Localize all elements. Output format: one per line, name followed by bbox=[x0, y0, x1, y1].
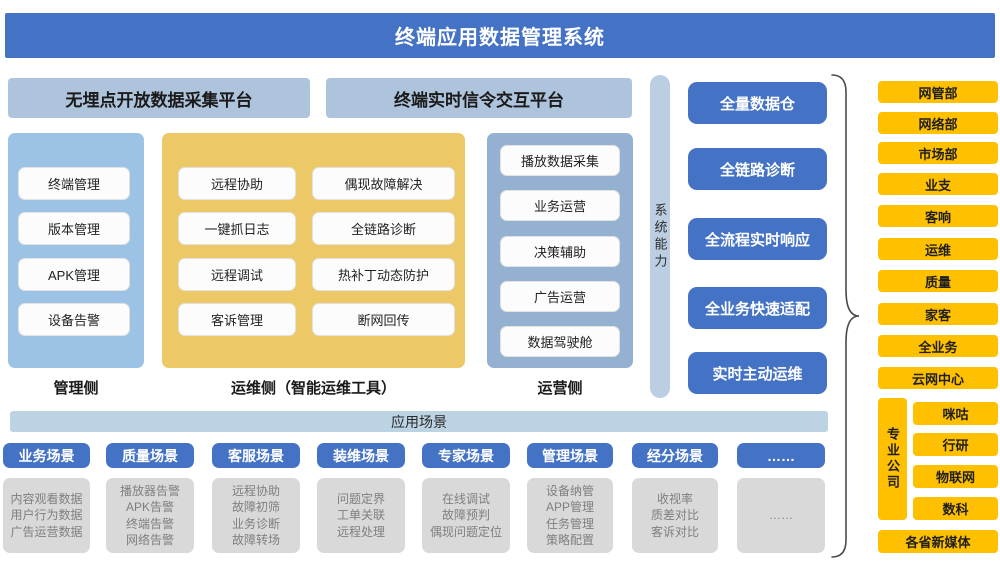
capability-button: 全量数据仓 bbox=[688, 82, 827, 124]
module-box: 业务运营 bbox=[500, 190, 620, 221]
module-box: 客诉管理 bbox=[178, 303, 296, 336]
brace-connector bbox=[831, 74, 860, 558]
scene-header-business: 业务场景 bbox=[3, 443, 90, 468]
scene-line: 故障转场 bbox=[231, 532, 280, 547]
scene-line: 质差对比 bbox=[650, 508, 699, 523]
module-box: APK管理 bbox=[18, 258, 130, 291]
scene-line: 业务诊断 bbox=[231, 516, 280, 531]
module-box: 决策辅助 bbox=[500, 236, 620, 267]
scene-line: 故障预判 bbox=[441, 508, 490, 523]
module-box: 全链路诊断 bbox=[312, 212, 455, 245]
department-box: 网管部 bbox=[878, 81, 998, 103]
scene-line: 用户行为数据 bbox=[10, 508, 83, 523]
scene-line: APP管理 bbox=[545, 500, 594, 515]
module-box: 版本管理 bbox=[18, 212, 130, 245]
scene-header-install: 装维场景 bbox=[317, 443, 405, 468]
management-panel-label: 管理侧 bbox=[53, 379, 99, 397]
scene-line: 在线调试 bbox=[441, 492, 490, 507]
scene-content-install: 问题定界 工单关联 远程处理 bbox=[317, 478, 405, 553]
scene-header-expert: 专家场景 bbox=[422, 443, 510, 468]
module-box: 断网回传 bbox=[312, 303, 455, 336]
scene-line: 客诉对比 bbox=[650, 524, 699, 539]
scene-line: …… bbox=[769, 508, 793, 523]
platform-header-signaling: 终端实时信令交互平台 bbox=[326, 78, 632, 118]
department-box: 运维 bbox=[878, 238, 998, 260]
scene-line: 问题定界 bbox=[336, 492, 385, 507]
scene-line: 终端告警 bbox=[125, 516, 174, 531]
application-scenarios-bar: 应用场景 bbox=[10, 411, 828, 432]
scene-content-quality: 播放器告警 APK告警 终端告警 网络告警 bbox=[106, 478, 194, 553]
scene-content-service: 远程协助 故障初筛 业务诊断 故障转场 bbox=[212, 478, 300, 553]
department-box: 网络部 bbox=[878, 112, 998, 134]
scene-line: 广告运营数据 bbox=[10, 524, 83, 539]
subsidiary-box: 物联网 bbox=[913, 465, 998, 488]
page-title: 终端应用数据管理系统 bbox=[5, 13, 995, 58]
scene-line: 远程处理 bbox=[336, 524, 385, 539]
department-box: 质量 bbox=[878, 270, 998, 292]
module-box: 偶现故障解决 bbox=[312, 167, 455, 200]
capability-button: 全链路诊断 bbox=[688, 148, 827, 190]
scene-line: 设备纳管 bbox=[545, 484, 594, 499]
maintenance-panel-label: 运维侧（智能运维工具） bbox=[230, 379, 396, 397]
subsidiary-box: 咪咕 bbox=[913, 402, 998, 425]
professional-company-label: 专业公司 bbox=[878, 398, 907, 520]
capability-button: 全流程实时响应 bbox=[688, 218, 827, 260]
module-box: 远程协助 bbox=[178, 167, 296, 200]
module-box: 远程调试 bbox=[178, 258, 296, 291]
scene-line: 偶现问题定位 bbox=[429, 524, 502, 539]
department-box: 市场部 bbox=[878, 142, 998, 164]
capability-button: 实时主动运维 bbox=[688, 352, 827, 394]
scene-line: 收视率 bbox=[656, 492, 693, 507]
scene-content-business: 内容观看数据 用户行为数据 广告运营数据 bbox=[3, 478, 90, 553]
department-box: 云网中心 bbox=[878, 367, 998, 389]
capability-button: 全业务快速适配 bbox=[688, 287, 827, 329]
scene-line: 故障初筛 bbox=[231, 500, 280, 515]
scene-line: 远程协助 bbox=[231, 484, 280, 499]
scene-content-more: …… bbox=[737, 478, 825, 553]
module-box: 广告运营 bbox=[500, 281, 620, 312]
scene-header-management: 管理场景 bbox=[527, 443, 613, 468]
scene-header-quality: 质量场景 bbox=[106, 443, 194, 468]
scene-content-analysis: 收视率 质差对比 客诉对比 bbox=[632, 478, 718, 553]
scene-line: 播放器告警 bbox=[119, 484, 180, 499]
department-box: 业支 bbox=[878, 173, 998, 195]
scene-line: 任务管理 bbox=[545, 516, 594, 531]
scene-content-expert: 在线调试 故障预判 偶现问题定位 bbox=[422, 478, 510, 553]
subsidiary-box: 行研 bbox=[913, 433, 998, 456]
scene-content-management: 设备纳管 APP管理 任务管理 策略配置 bbox=[527, 478, 613, 553]
scene-header-service: 客服场景 bbox=[212, 443, 300, 468]
department-box: 家客 bbox=[878, 303, 998, 325]
scene-line: 内容观看数据 bbox=[10, 492, 83, 507]
scene-line: APK告警 bbox=[125, 500, 174, 515]
department-box: 客响 bbox=[878, 205, 998, 227]
scene-line: 工单关联 bbox=[336, 508, 385, 523]
module-box: 热补丁动态防护 bbox=[312, 258, 455, 291]
scene-line: 策略配置 bbox=[545, 532, 594, 547]
scene-header-analysis: 经分场景 bbox=[632, 443, 718, 468]
module-box: 播放数据采集 bbox=[500, 145, 620, 176]
module-box: 一键抓日志 bbox=[178, 212, 296, 245]
department-box: 全业务 bbox=[878, 335, 998, 357]
scene-header-more: …… bbox=[737, 443, 825, 468]
operation-panel-label: 运营侧 bbox=[537, 379, 583, 397]
module-box: 设备告警 bbox=[18, 303, 130, 336]
provincial-media-box: 各省新媒体 bbox=[878, 530, 998, 553]
module-box: 终端管理 bbox=[18, 167, 130, 200]
subsidiary-box: 数科 bbox=[913, 497, 998, 520]
scene-line: 网络告警 bbox=[125, 532, 174, 547]
system-capability-bar: 系统能力 bbox=[650, 75, 670, 398]
module-box: 数据驾驶舱 bbox=[500, 326, 620, 357]
platform-header-data-collection: 无埋点开放数据采集平台 bbox=[8, 78, 310, 118]
